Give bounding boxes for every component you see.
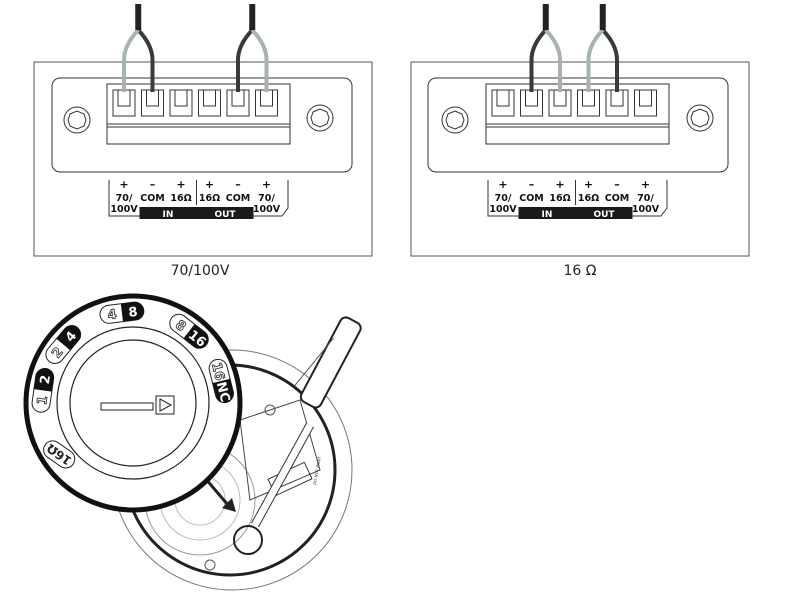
wire-light	[122, 28, 140, 92]
terminal-label: 70/	[258, 193, 275, 204]
tap-setting-dark: 2	[38, 374, 54, 385]
screw-right-icon	[306, 104, 334, 132]
wire-light	[544, 28, 562, 92]
terminal-slot[interactable]	[226, 89, 250, 117]
terminal-labels: +70/100V – COM +16Ω +16Ω – COM +70/100V IN OUT	[487, 178, 668, 220]
terminal-label: 16Ω	[549, 193, 570, 204]
dial-slot[interactable]	[100, 402, 154, 411]
wire-dark	[136, 28, 155, 92]
tap-setting-light: 1	[35, 395, 51, 406]
tap-setting-dark: NC	[213, 380, 232, 403]
terminal-polarity: +	[555, 178, 564, 191]
terminal-polarity: –	[529, 178, 535, 191]
terminal-label: 70/	[637, 193, 654, 204]
speaker-wires	[122, 4, 269, 92]
tap-setting-dark: 8	[128, 305, 139, 321]
screw-left-icon	[63, 106, 91, 134]
speaker-wires	[529, 4, 619, 92]
terminal-label: COM	[519, 193, 544, 204]
terminal-label: 16Ω	[170, 193, 191, 204]
arrow-head-icon	[222, 498, 236, 512]
terminal-slot[interactable]	[577, 89, 600, 117]
rotation-arrow	[203, 477, 230, 506]
terminal-polarity: +	[498, 178, 507, 191]
terminal-block	[106, 83, 291, 145]
cable-jacket	[542, 4, 549, 30]
terminal-polarity: +	[205, 178, 214, 191]
group-label-in: IN	[163, 210, 174, 220]
terminal-slot[interactable]	[169, 89, 193, 117]
terminal-block	[485, 83, 670, 145]
terminal-polarity: +	[119, 178, 128, 191]
terminal-slot[interactable]	[605, 89, 629, 117]
panel-frame	[33, 61, 373, 257]
terminal-polarity: +	[176, 178, 185, 191]
terminal-polarity: –	[235, 178, 241, 191]
svg-text:DO NOT PAINT: DO NOT PAINT	[312, 455, 322, 485]
tap-setting: 24	[45, 325, 82, 364]
cable-jacket	[599, 4, 606, 30]
terminal-slot[interactable]	[141, 89, 164, 117]
terminal-slot[interactable]	[491, 89, 515, 117]
connector-plate	[427, 77, 729, 173]
cable-jacket	[249, 4, 256, 30]
tap-setting-light: 16	[208, 361, 227, 382]
terminal-polarity: –	[614, 178, 620, 191]
caption-70-100v: 70/100V	[170, 263, 230, 279]
caption-16-ohm: 16 Ω	[563, 263, 597, 279]
terminal-label: COM	[226, 193, 251, 204]
wiring-panel-16-ohm: +70/100V – COM +16Ω +16Ω – COM +70/100V IN OUT	[410, 4, 750, 257]
terminal-polarity: +	[641, 178, 650, 191]
terminal-slot[interactable]	[255, 89, 278, 117]
terminal-polarity: –	[150, 178, 156, 191]
terminal-label: 100V	[110, 204, 138, 215]
terminal-label: 100V	[253, 204, 281, 215]
terminal-label: 70/	[495, 193, 512, 204]
wire-dark	[529, 28, 548, 92]
panel-frame	[410, 61, 750, 257]
wire-light	[586, 28, 605, 92]
wire-dark	[236, 28, 254, 92]
terminal-slot[interactable]	[198, 89, 221, 117]
group-label-in: IN	[542, 210, 553, 220]
terminal-labels: +70/100V – COM +16Ω +16Ω – COM +70/100V IN OUT	[108, 178, 289, 220]
terminal-polarity: +	[584, 178, 593, 191]
dial-face	[69, 339, 197, 467]
wire-dark	[601, 28, 619, 92]
tap-setting-light: 4	[107, 307, 118, 323]
terminal-slot[interactable]	[634, 89, 657, 117]
group-label-out: OUT	[593, 210, 615, 220]
terminal-label: COM	[140, 193, 165, 204]
terminal-label: 16Ω	[199, 193, 220, 204]
terminal-label: 100V	[489, 204, 517, 215]
dial-pointer-icon	[159, 398, 173, 412]
cable-jacket	[135, 4, 142, 30]
terminal-polarity: +	[262, 178, 271, 191]
terminal-label: 16Ω	[578, 193, 599, 204]
group-label-out: OUT	[214, 210, 236, 220]
connector-plate	[51, 77, 353, 173]
screw-right-icon	[686, 104, 714, 132]
screwdriver-icon	[251, 316, 362, 528]
terminal-label: COM	[605, 193, 630, 204]
tap-setting: 12	[31, 367, 55, 413]
tap-selector-knob[interactable]	[233, 525, 263, 555]
terminal-label: 100V	[632, 204, 660, 215]
wiring-panel-70-100v: +70/100V – COM +16Ω +16Ω – COM +70/100V IN OUT	[33, 4, 373, 257]
wire-light	[250, 28, 269, 92]
terminal-label: 70/	[116, 193, 133, 204]
screw-left-icon	[441, 106, 469, 134]
terminal-slot[interactable]	[520, 89, 543, 117]
terminal-slot[interactable]	[112, 89, 136, 117]
terminal-slot[interactable]	[548, 89, 572, 117]
